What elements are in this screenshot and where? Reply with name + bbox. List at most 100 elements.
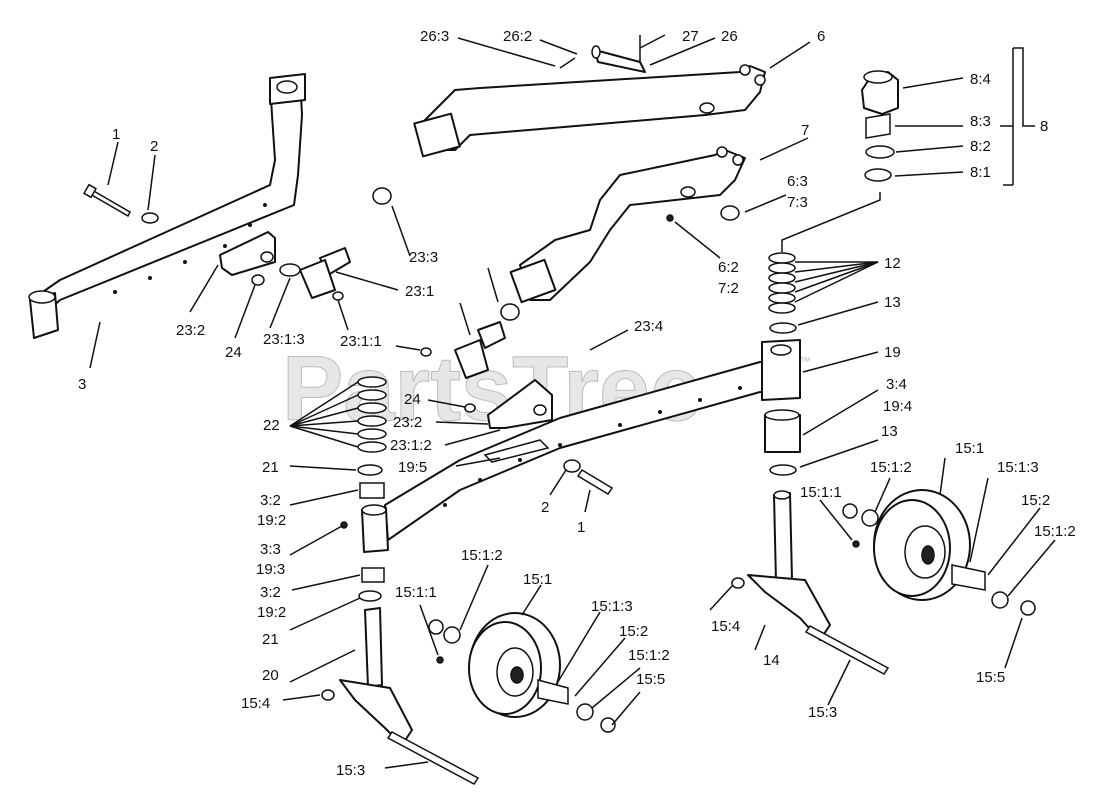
nut-right-caster: [731, 577, 745, 589]
callout-23-2-top: 23:2: [176, 322, 205, 339]
callout-1-top: 1: [112, 126, 120, 143]
callout-3-3: 3:3: [260, 541, 281, 558]
washer-left-wheel-b: [600, 717, 616, 733]
callout-15-1-3-right: 15:1:3: [997, 459, 1039, 476]
callout-20: 20: [262, 667, 279, 684]
watermark-text: PartsTree: [282, 338, 701, 440]
washer-right-wheel-b: [1020, 600, 1036, 616]
callout-8-2: 8:2: [970, 138, 991, 155]
grease-fitting-left-wheel: [436, 656, 444, 664]
callout-26: 26: [721, 28, 738, 45]
callout-15-1-left: 15:1: [523, 571, 552, 588]
caster-fork-right: [747, 490, 831, 641]
callout-6: 6: [817, 28, 825, 45]
callout-3-2-bot: 3:2: [260, 584, 281, 601]
callout-23-4: 23:4: [634, 318, 663, 335]
callout-26-3: 26:3: [420, 28, 449, 45]
spacer-left-wheel-a: [443, 626, 461, 644]
callout-19-3: 19:3: [256, 561, 285, 578]
callout-15-2-left: 15:2: [619, 623, 648, 640]
callout-8-3: 8:3: [970, 113, 991, 130]
callout-14: 14: [763, 652, 780, 669]
front-frame-main: [384, 339, 801, 541]
bushing-lower: [500, 303, 520, 321]
callout-23-2-mid: 23:2: [393, 414, 422, 431]
callout-15-3-right: 15:3: [808, 704, 837, 721]
callout-8-4: 8:4: [970, 71, 991, 88]
callout-2-top: 2: [150, 138, 158, 155]
callout-23-1-3: 23:1:3: [263, 331, 305, 348]
bearing-right-wheel: [951, 564, 986, 591]
callout-8-1: 8:1: [970, 164, 991, 181]
callout-15-1-2-left-b: 15:1:2: [628, 647, 670, 664]
caster-wheel-right: [873, 489, 971, 601]
callout-19-2-top: 19:2: [257, 512, 286, 529]
callout-23-1-2: 23:1:2: [390, 437, 432, 454]
bushing-upper: [372, 187, 392, 205]
grease-fitting-left: [340, 521, 348, 529]
callout-15-3-left: 15:3: [336, 762, 365, 779]
cap-assembly: [861, 70, 899, 182]
spring-washer-stack-right: [768, 252, 796, 314]
washer-middle: [563, 459, 581, 473]
watermark-trademark: ™: [800, 356, 811, 368]
cotter-pin: [559, 57, 576, 69]
callout-15-1-1-right: 15:1:1: [800, 484, 842, 501]
bearing-left-top: [359, 482, 385, 499]
callout-21-top: 21: [262, 459, 279, 476]
thrust-washer-right-bottom: [769, 464, 797, 476]
callout-19: 19: [884, 344, 901, 361]
callout-15-4-right: 15:4: [711, 618, 740, 635]
grease-fitting-arm: [666, 214, 674, 222]
spacer-left-wheel-b: [576, 703, 594, 721]
callout-21-bot: 21: [262, 631, 279, 648]
callout-13-mid: 13: [881, 423, 898, 440]
callout-15-2-right: 15:2: [1021, 492, 1050, 509]
callout-7: 7: [801, 122, 809, 139]
frame-post-left: [361, 504, 389, 553]
thrust-washer-left-top: [357, 464, 383, 476]
front-frame-arm-left: [28, 73, 306, 339]
leader-lines: [89, 34, 1056, 769]
callout-15-5-right: 15:5: [976, 669, 1005, 686]
steering-arm-upper: [413, 64, 766, 158]
callout-19-5: 19:5: [398, 459, 427, 476]
callout-23-1: 23:1: [405, 283, 434, 300]
bolt-middle: [576, 468, 614, 496]
callout-15-1-2-right-a: 15:1:2: [870, 459, 912, 476]
spacer-right-wheel-a: [861, 509, 879, 527]
callout-6-2: 6:2: [718, 259, 739, 276]
callout-2-mid: 2: [541, 499, 549, 516]
thrust-washer-left-bottom: [358, 590, 382, 602]
callout-15-1-3-left: 15:1:3: [591, 598, 633, 615]
bracket-left: [219, 231, 276, 286]
callout-15-1-2-left-a: 15:1:2: [461, 547, 503, 564]
callout-19-4: 19:4: [883, 398, 912, 415]
washer-left-wheel-a: [428, 619, 444, 635]
callout-8: 8: [1040, 118, 1048, 135]
callout-6-3: 6:3: [787, 173, 808, 190]
tie-rod-end-middle: [420, 321, 506, 379]
axle-bolt-left: [386, 731, 480, 785]
bearing-left-wheel: [537, 679, 569, 705]
callout-3: 3: [78, 376, 86, 393]
caster-fork-left: [339, 607, 413, 746]
spring-washer-stack-left: [357, 376, 387, 453]
steering-arm-lower: [509, 146, 746, 304]
callout-15-1-2-right-b: 15:1:2: [1034, 523, 1076, 540]
callout-7-2: 7:2: [718, 280, 739, 297]
callout-24-mid: 24: [404, 391, 421, 408]
grease-fitting-right-wheel: [852, 540, 860, 548]
bolt-top: [83, 183, 131, 218]
callout-23-1-1: 23:1:1: [340, 333, 382, 350]
callout-15-4-left: 15:4: [241, 695, 270, 712]
clevis-pin: [591, 45, 646, 73]
callout-24-top: 24: [225, 344, 242, 361]
tie-rod-end-left: [279, 247, 351, 301]
caster-wheel-left: [468, 612, 561, 718]
callout-19-2-bot: 19:2: [257, 604, 286, 621]
bushing-right: [764, 409, 801, 453]
callout-7-3: 7:3: [787, 194, 808, 211]
callout-23-3: 23:3: [409, 249, 438, 266]
